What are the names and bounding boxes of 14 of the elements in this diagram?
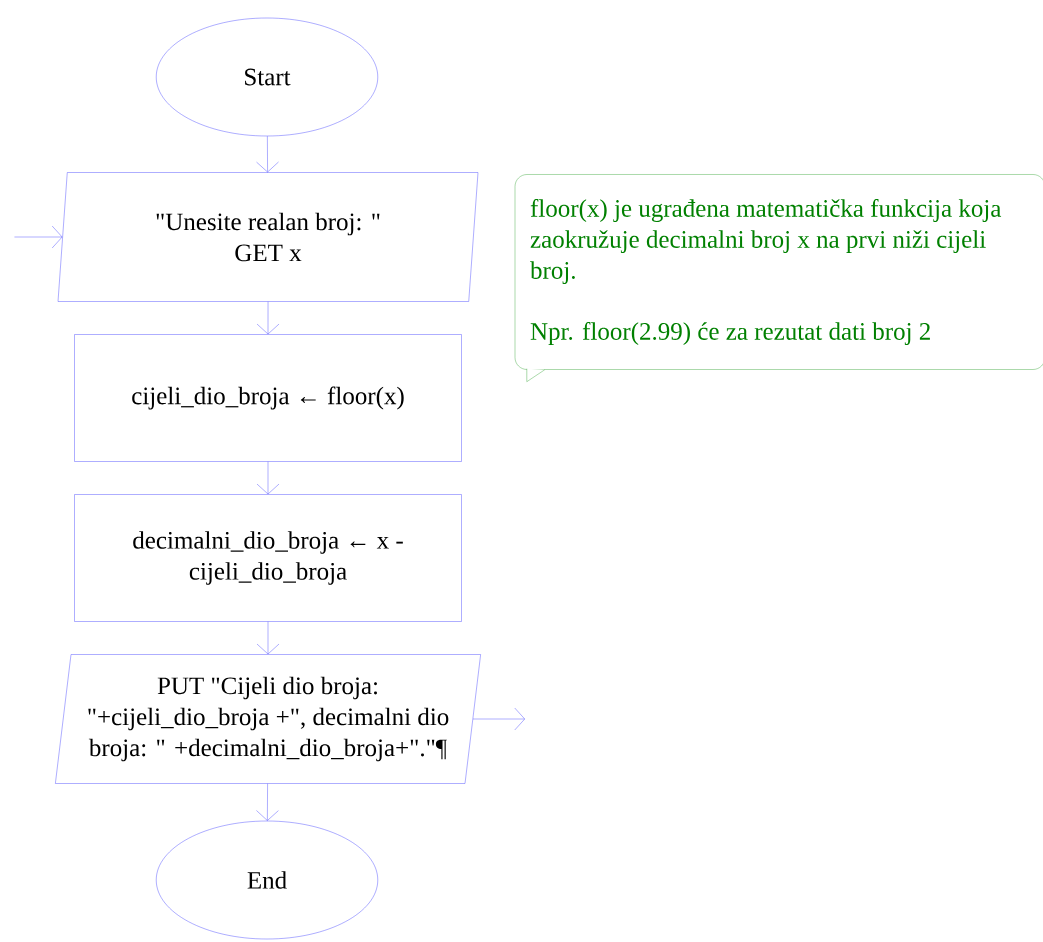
- arrow: [256, 783, 279, 821]
- arrow: [256, 461, 280, 495]
- process-box: cijeli_dio_broja ← floor(x): [74, 334, 462, 462]
- arrow: [256, 301, 280, 335]
- output-parallelogram: PUT "Cijeli dio broja: "+cijeli_dio_broja +", decimalni dio broja: " +decimalni_dio_broja+"."¶: [55, 654, 481, 784]
- callout-note: floor(x) je ugrađena matematička funkcija koja zaokružuje decimalni broj x na prvi niži cijeli broj. Npr. floor(2.99) će za rezutat dati broj 2: [514, 174, 1043, 382]
- arrow: [14, 225, 63, 249]
- process-box: decimalni_dio_broja ← x - cijeli_dio_broja: [74, 494, 462, 622]
- input-parallelogram: "Unesite realan broj: " GET x: [57, 172, 479, 302]
- arrow: [472, 707, 525, 731]
- arrow: [256, 136, 279, 173]
- arrow: [256, 621, 280, 655]
- end-terminal: End: [156, 820, 378, 940]
- start-terminal: Start: [156, 17, 378, 137]
